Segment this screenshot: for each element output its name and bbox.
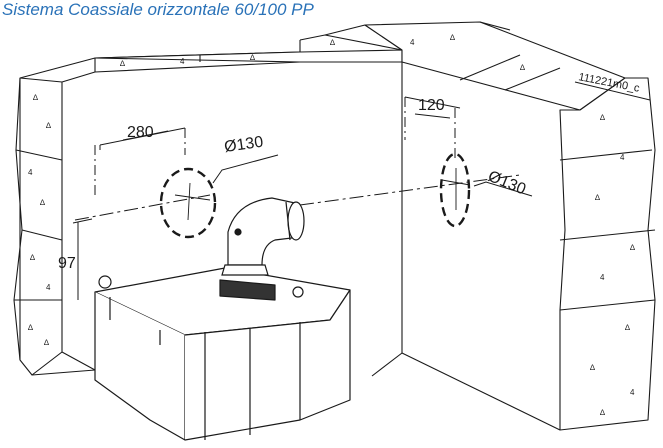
right-wall [559,77,656,431]
svg-text:∆: ∆ [450,33,455,42]
svg-text:∆: ∆ [595,193,600,202]
right-wall-hole [439,152,471,228]
svg-text:∆: ∆ [46,121,51,130]
flue-elbow [221,197,305,276]
svg-text:4: 4 [630,388,635,397]
svg-text:4: 4 [28,168,33,177]
dim-280-label: 280 [127,124,154,141]
svg-text:∆: ∆ [44,338,49,347]
svg-text:4: 4 [600,273,605,282]
top-band [94,24,403,63]
svg-text:4: 4 [180,57,185,66]
svg-text:∆: ∆ [40,198,45,207]
svg-text:∆: ∆ [250,53,255,62]
top-right-slab [364,21,626,353]
dim-97-label: 97 [58,255,76,272]
svg-text:4: 4 [410,38,415,47]
svg-text:∆: ∆ [600,408,605,417]
svg-text:∆: ∆ [520,63,525,72]
svg-text:4: 4 [620,153,625,162]
svg-text:∆: ∆ [28,323,33,332]
stone-texture: ∆ ∆ 4 ∆ ∆ 4 ∆ ∆ ∆ 4 ∆ ∆ 4 ∆ ∆ ∆ 4 ∆ ∆ 4 ∆ ∆ 4 ∆ [28,33,635,417]
left-wall-hole [159,167,217,239]
dim-right-diameter-label: Ø130 [486,168,529,198]
dimension-lines [72,81,651,300]
svg-text:∆: ∆ [120,59,125,68]
svg-text:∆: ∆ [625,323,630,332]
svg-text:∆: ∆ [30,253,35,262]
boiler-unit [94,267,351,441]
svg-text:∆: ∆ [630,243,635,252]
svg-text:∆: ∆ [590,363,595,372]
diagram-title: Sistema Coassiale orizzontale 60/100 PP [2,0,314,19]
svg-text:∆: ∆ [600,113,605,122]
svg-text:4: 4 [46,283,51,292]
dim-left-diameter-label: Ø130 [223,134,264,156]
svg-text:∆: ∆ [33,93,38,102]
dim-120-label: 120 [418,97,445,114]
svg-text:∆: ∆ [330,38,335,47]
